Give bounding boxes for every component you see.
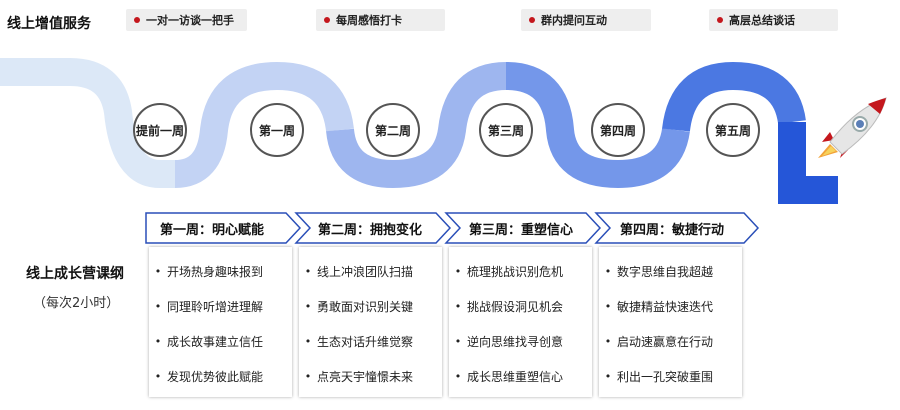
list-item-text: 发现优势彼此赋能 bbox=[167, 369, 264, 384]
list-item: • 数字思维自我超越 bbox=[599, 252, 742, 290]
road-segment bbox=[326, 62, 507, 189]
bullet-dot-icon bbox=[134, 17, 140, 23]
list-item: • 梳理挑战识别危机 bbox=[449, 252, 592, 290]
road-segment bbox=[778, 122, 838, 204]
list-item-text: 利出一孔突破重围 bbox=[617, 369, 714, 384]
list-item-text: 启动速赢意在行动 bbox=[617, 334, 714, 349]
bullet-icon: • bbox=[454, 369, 462, 383]
bullet-icon: • bbox=[154, 299, 162, 313]
list-item: • 利出一孔突破重围 bbox=[599, 357, 742, 395]
services-title: 线上增值服务 bbox=[7, 16, 91, 32]
list-item: • 启动速赢意在行动 bbox=[599, 322, 742, 360]
week-circle: 提前一周 bbox=[133, 103, 187, 157]
list-item-text: 生态对话升维觉察 bbox=[317, 334, 414, 349]
list-item-text: 数字思维自我超越 bbox=[617, 264, 714, 279]
bullet-icon: • bbox=[154, 334, 162, 348]
list-item-text: 成长故事建立信任 bbox=[167, 334, 264, 349]
bullet-icon: • bbox=[604, 369, 612, 383]
curriculum-title: 线上成长营课纲 bbox=[26, 266, 124, 282]
column-body: • 数字思维自我超越 • 敏捷精益快速迭代 • 启动速赢意在行动 • 利出一孔突破重围 bbox=[599, 247, 742, 397]
list-item: • 线上冲浪团队扫描 bbox=[299, 252, 442, 290]
bullet-icon: • bbox=[604, 264, 612, 278]
column-heading: 第一周：明心赋能 bbox=[160, 213, 264, 243]
week-circle: 第一周 bbox=[250, 103, 304, 157]
column-heading: 第三周：重塑信心 bbox=[469, 213, 573, 243]
list-item-text: 挑战假设洞见机会 bbox=[467, 299, 564, 314]
week-circle: 第四周 bbox=[591, 103, 645, 157]
bullet-icon: • bbox=[154, 369, 162, 383]
list-item-text: 成长思维重塑信心 bbox=[467, 369, 564, 384]
bullet-dot-icon bbox=[324, 17, 330, 23]
list-item: • 成长思维重塑信心 bbox=[449, 357, 592, 395]
bullet-icon: • bbox=[154, 264, 162, 278]
bullet-icon: • bbox=[604, 334, 612, 348]
road-segment bbox=[174, 61, 354, 188]
service-item-label: 群内提问互动 bbox=[541, 14, 607, 27]
list-item: • 勇敢面对识别关键 bbox=[299, 287, 442, 325]
list-item: • 生态对话升维觉察 bbox=[299, 322, 442, 360]
road-segment bbox=[505, 62, 690, 189]
column-heading-text: 第一周：明心赋能 bbox=[160, 222, 265, 238]
bullet-dot-icon bbox=[717, 17, 723, 23]
road-segment bbox=[0, 58, 175, 188]
week-circle: 第二周 bbox=[366, 103, 420, 157]
list-item: • 点亮天宇憧憬未来 bbox=[299, 357, 442, 395]
list-item: • 挑战假设洞见机会 bbox=[449, 287, 592, 325]
bullet-icon: • bbox=[454, 264, 462, 278]
list-item: • 同理聆听增进理解 bbox=[149, 287, 292, 325]
column-body: • 开场热身趣味报到 • 同理聆听增进理解 • 成长故事建立信任 • 发现优势彼此赋能 bbox=[149, 247, 292, 397]
list-item-text: 梳理挑战识别危机 bbox=[467, 264, 564, 279]
list-item: • 成长故事建立信任 bbox=[149, 322, 292, 360]
column-heading-text: 第四周：敏捷行动 bbox=[620, 222, 725, 238]
column-heading: 第二周：拥抱变化 bbox=[318, 213, 422, 243]
list-item-text: 逆向思维找寻创意 bbox=[467, 334, 564, 349]
list-item-text: 同理聆听增进理解 bbox=[167, 299, 264, 314]
list-item: • 敏捷精益快速迭代 bbox=[599, 287, 742, 325]
bullet-icon: • bbox=[454, 299, 462, 313]
bullet-dot-icon bbox=[529, 17, 535, 23]
list-item-text: 敏捷精益快速迭代 bbox=[617, 299, 714, 314]
road-segment bbox=[662, 61, 806, 133]
service-item: 一对一访谈一把手 bbox=[126, 9, 247, 31]
list-item: • 逆向思维找寻创意 bbox=[449, 322, 592, 360]
list-item-text: 开场热身趣味报到 bbox=[167, 264, 264, 279]
bullet-icon: • bbox=[304, 369, 312, 383]
bullet-icon: • bbox=[304, 264, 312, 278]
service-item: 群内提问互动 bbox=[521, 9, 651, 31]
service-item-label: 每周感悟打卡 bbox=[336, 14, 402, 27]
column-heading-text: 第三周：重塑信心 bbox=[469, 222, 574, 238]
bullet-icon: • bbox=[604, 299, 612, 313]
list-item: • 开场热身趣味报到 bbox=[149, 252, 292, 290]
list-item-text: 线上冲浪团队扫描 bbox=[317, 264, 414, 279]
bullet-icon: • bbox=[304, 334, 312, 348]
rocket-icon bbox=[818, 97, 887, 158]
bullet-icon: • bbox=[454, 334, 462, 348]
column-heading-text: 第二周：拥抱变化 bbox=[318, 222, 423, 238]
column-heading: 第四周：敏捷行动 bbox=[620, 213, 724, 243]
column-body: • 梳理挑战识别危机 • 挑战假设洞见机会 • 逆向思维找寻创意 • 成长思维重塑信心 bbox=[449, 247, 592, 397]
curriculum-subtitle: （每次2小时） bbox=[33, 296, 120, 311]
service-item: 高层总结谈话 bbox=[709, 9, 838, 31]
week-circle: 第五周 bbox=[706, 103, 760, 157]
week-circle: 第三周 bbox=[479, 103, 533, 157]
service-item-label: 一对一访谈一把手 bbox=[146, 14, 234, 27]
service-item-label: 高层总结谈话 bbox=[729, 14, 795, 27]
list-item-text: 勇敢面对识别关键 bbox=[317, 299, 414, 314]
list-item: • 发现优势彼此赋能 bbox=[149, 357, 292, 395]
list-item-text: 点亮天宇憧憬未来 bbox=[317, 369, 414, 384]
bullet-icon: • bbox=[304, 299, 312, 313]
column-body: • 线上冲浪团队扫描 • 勇敢面对识别关键 • 生态对话升维觉察 • 点亮天宇憧憬未来 bbox=[299, 247, 442, 397]
service-item: 每周感悟打卡 bbox=[316, 9, 445, 31]
